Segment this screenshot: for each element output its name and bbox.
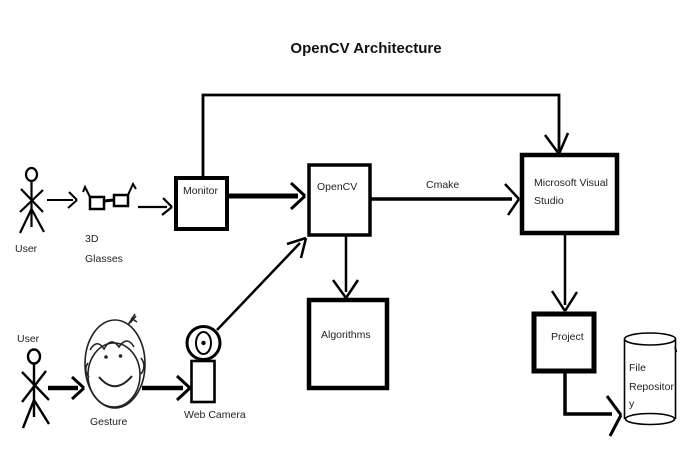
project-label: Project (551, 331, 584, 343)
arrow-glasses-to-monitor (138, 197, 173, 216)
arrow-monitor-to-opencv (228, 181, 307, 211)
gesture-label: Gesture (90, 416, 128, 428)
arrow-opencv-to-visual-studio (371, 183, 521, 216)
opencv-box (307, 163, 372, 237)
algorithms-label: Algorithms (321, 329, 371, 341)
file-repository-label-line2: Repositor (629, 381, 674, 393)
user-top-stick-figure-icon (19, 166, 45, 234)
opencv-label: OpenCV (317, 181, 357, 193)
monitor-label: Monitor (183, 185, 219, 197)
file-repository-cylinder (623, 332, 678, 426)
web-camera-label: Web Camera (184, 409, 246, 421)
arrow-user-to-glasses (47, 191, 78, 209)
arrow-project-to-file-repository (563, 371, 623, 437)
arrow-visual-studio-to-project (550, 234, 579, 312)
web-camera-icon (185, 325, 222, 404)
gesture-face-icon (84, 313, 146, 409)
arrow-opencv-to-algorithms (331, 236, 360, 299)
monitor-box (174, 176, 229, 231)
connector-monitor-to-visual-studio (201, 93, 570, 176)
glasses-label-line1: 3D (85, 233, 99, 245)
visual-studio-label-line2: Studio (534, 195, 564, 207)
3d-glasses-icon (82, 181, 137, 211)
algorithms-box (306, 297, 390, 391)
visual-studio-box (519, 152, 620, 236)
file-repository-label-line1: File (629, 362, 646, 374)
file-repository-label-line3: y (629, 398, 635, 410)
arrow-gesture-to-web-camera (142, 374, 192, 402)
arrow-web-camera-to-opencv (216, 236, 308, 331)
user-bottom-stick-figure-icon (21, 348, 51, 429)
arrow-user-to-gesture (48, 375, 86, 401)
diagram-title: OpenCV Architecture (290, 40, 441, 57)
glasses-label-line2: Glasses (85, 253, 123, 265)
user-top-label: User (15, 243, 38, 255)
cmake-label: Cmake (426, 179, 459, 191)
user-bottom-label: User (17, 333, 40, 345)
visual-studio-label-line1: Microsoft Visual (534, 177, 608, 189)
